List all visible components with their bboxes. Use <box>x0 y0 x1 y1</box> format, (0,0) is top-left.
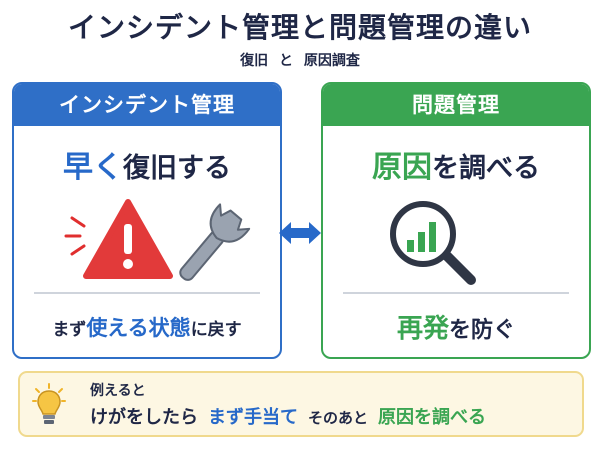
magnifier-chart-icon <box>390 201 476 285</box>
incident-card-heading: インシデント管理 <box>14 84 280 126</box>
incident-main-highlight: 早く <box>63 150 123 185</box>
problem-management-card: 問題管理 原因を調べる 再発を防ぐ <box>321 82 591 359</box>
alert-lines-icon <box>64 216 86 256</box>
page-title: インシデント管理と問題管理の違い <box>67 11 532 44</box>
example-part-injury: けがをしたら <box>90 407 198 428</box>
problem-card-divider <box>343 292 569 294</box>
problem-icon-area <box>323 196 589 286</box>
lightbulb-icon <box>32 383 66 424</box>
problem-card-heading: 問題管理 <box>323 84 589 126</box>
problem-main-highlight: 原因 <box>372 150 432 185</box>
problem-foot-highlight: 再発 <box>396 314 449 344</box>
problem-card-footer: 再発を防ぐ <box>323 308 589 345</box>
page-subtitle: 復旧 と 原因調査 <box>240 53 360 69</box>
warning-triangle-icon <box>83 199 173 279</box>
incident-management-card: インシデント管理 早く復旧する まず使える状態に戻す <box>12 82 282 359</box>
problem-foot-rest: を防ぐ <box>449 318 516 343</box>
incident-foot-highlight: 使える状態 <box>86 316 191 340</box>
wrench-icon <box>179 203 251 281</box>
incident-main-rest: 復旧する <box>123 153 231 184</box>
incident-foot-pre: まず <box>52 320 87 340</box>
example-label: 例えると <box>90 383 146 399</box>
example-part-investigate: 原因を調べる <box>378 407 487 428</box>
problem-card-main-text: 原因を調べる <box>323 142 589 186</box>
example-part-after: そのあと <box>308 409 369 427</box>
incident-card-footer: まず使える状態に戻す <box>14 312 280 342</box>
example-box: 例えると けがをしたらまず手当てそのあと原因を調べる <box>18 371 584 437</box>
double-arrow-icon <box>279 222 321 244</box>
incident-card-divider <box>34 292 260 294</box>
problem-main-rest: を調べる <box>432 153 540 184</box>
incident-card-main-text: 早く復旧する <box>14 142 280 186</box>
example-part-first-aid: まず手当て <box>208 407 298 428</box>
example-sentence: けがをしたらまず手当てそのあと原因を調べる <box>90 403 496 429</box>
incident-icon-area <box>14 196 280 286</box>
incident-foot-post: に戻す <box>190 320 242 340</box>
